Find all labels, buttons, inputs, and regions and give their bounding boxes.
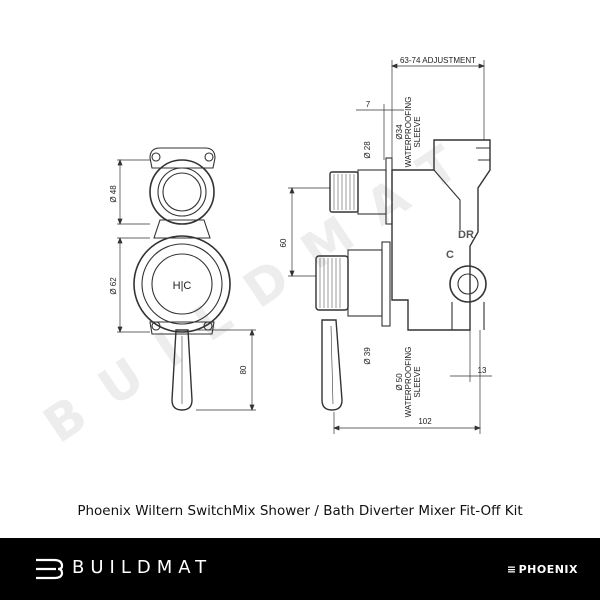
dim-13: 13 xyxy=(478,366,487,375)
dim-diameter-48: Ø 48 xyxy=(109,185,118,203)
dim-bottom-sleeve-diameter: Ø 50 xyxy=(395,373,404,391)
label-top-sleeve-line-1: WATERPROOFING xyxy=(404,97,413,168)
partner-name: PHOENIX xyxy=(518,563,578,576)
brand-name: BUILDMAT xyxy=(72,557,213,578)
partner-logo: ≡PHOENIX xyxy=(507,563,578,576)
diverter-marking: DR xyxy=(458,229,474,241)
dim-top-sleeve-diameter: Ø34 xyxy=(395,124,404,140)
label-top-sleeve-line-2: SLEEVE xyxy=(413,116,422,147)
dim-7: 7 xyxy=(366,100,371,109)
dim-102: 102 xyxy=(418,417,432,426)
label-bottom-sleeve-line-1: WATERPROOFING xyxy=(404,347,413,418)
dim-diameter-39: Ø 39 xyxy=(363,347,372,365)
dim-80: 80 xyxy=(239,365,248,374)
buildmat-logo-icon xyxy=(36,558,64,580)
dim-adjustment: 63-74 ADJUSTMENT xyxy=(400,56,476,65)
technical-drawing: Ø 48 Ø 62 80 H|C DR xyxy=(109,56,492,434)
label-bottom-sleeve-line-2: SLEEVE xyxy=(413,366,422,397)
phoenix-mark-icon: ≡ xyxy=(506,563,517,576)
product-caption: Phoenix Wiltern SwitchMix Shower / Bath … xyxy=(77,503,523,519)
footer-bar: BUILDMAT ≡PHOENIX xyxy=(0,538,600,600)
dim-60: 60 xyxy=(279,238,288,247)
dim-diameter-28: Ø 28 xyxy=(363,141,372,159)
hot-cold-marking: H|C xyxy=(173,280,192,292)
dim-diameter-62: Ø 62 xyxy=(109,277,118,295)
cold-marking: C xyxy=(446,249,454,261)
